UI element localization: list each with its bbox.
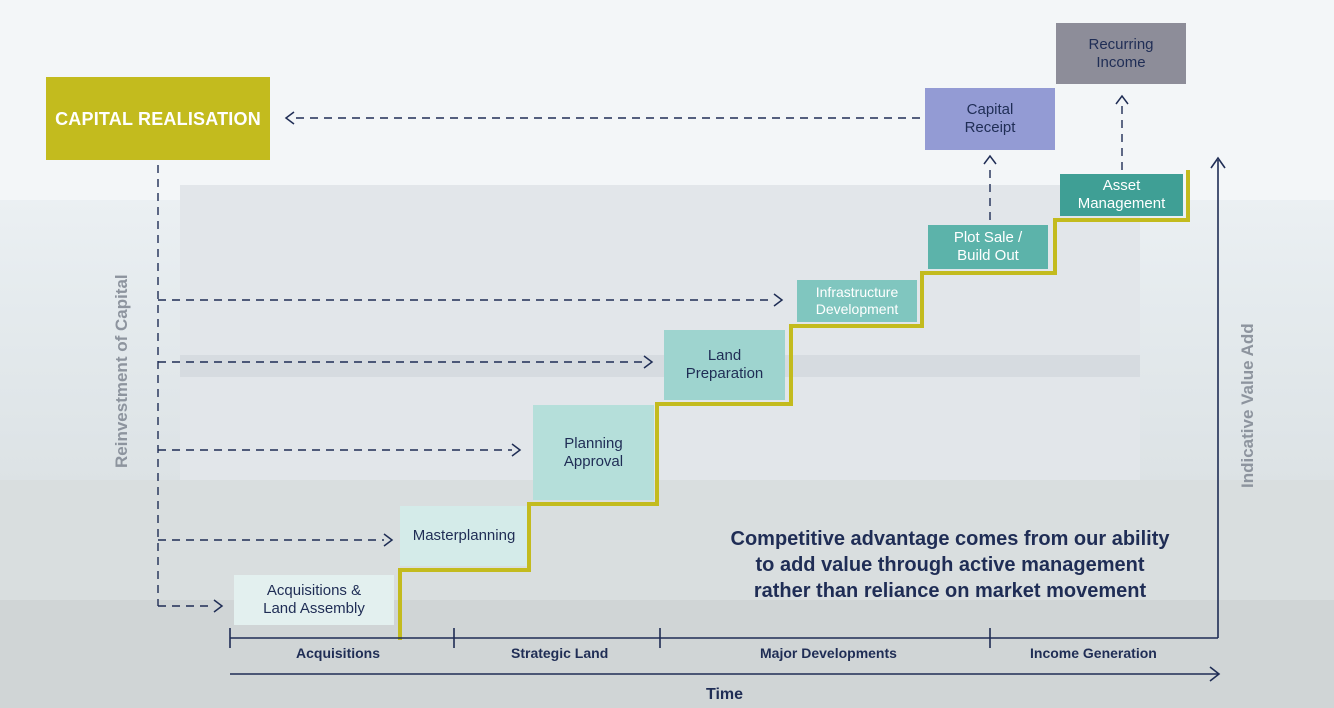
recurring-income-label: Recurring Income [1088, 35, 1154, 71]
phase-label-major-developments: Major Developments [760, 645, 897, 661]
infrastructure-development-box: Infrastructure Development [797, 280, 917, 322]
arrowheads [213, 94, 1129, 613]
acquisitions-box: Acquisitions & Land Assembly [234, 575, 394, 625]
value-add-axis-text: Indicative Value Add [1238, 323, 1257, 488]
time-axis-arrowhead [1209, 666, 1221, 682]
planning-approval-box: Planning Approval [533, 405, 654, 500]
arrowhead-up-capital-receipt [983, 154, 997, 165]
arrowhead-left [284, 111, 295, 125]
asset-management-box: Asset Management [1060, 174, 1183, 216]
axes [229, 156, 1226, 682]
masterplanning-box: Masterplanning [400, 506, 528, 566]
arrowhead-right-acquisitions [213, 599, 224, 613]
plot-sale-label: Plot Sale / Build Out [953, 229, 1023, 264]
capital-realisation-box: CAPITAL REALISATION [46, 77, 270, 160]
masterplanning-label: Masterplanning [412, 527, 516, 544]
arrowhead-right-land [643, 355, 654, 369]
tagline: Competitive advantage comes from our abi… [730, 528, 1170, 602]
asset-management-label: Asset Management [1077, 177, 1166, 212]
reinvestment-axis-label: Reinvestment of Capital [112, 274, 132, 468]
acquisitions-label: Acquisitions & Land Assembly [263, 582, 365, 617]
phase-label-strategic-land: Strategic Land [511, 645, 609, 661]
plot-sale-box: Plot Sale / Build Out [928, 225, 1048, 269]
phase-label-acquisitions: Acquisitions [296, 645, 381, 661]
background-road [0, 600, 1334, 708]
background-building-stripe [180, 355, 1140, 377]
land-preparation-box: Land Preparation [664, 330, 785, 400]
infrastructure-development-label: Infrastructure Development [815, 284, 899, 317]
capital-realisation-label: CAPITAL REALISATION [55, 108, 261, 129]
planning-approval-label: Planning Approval [563, 434, 624, 470]
recurring-income-box: Recurring Income [1056, 23, 1186, 84]
time-axis-label: Time [706, 686, 744, 703]
arrowhead-right-planning [511, 443, 522, 457]
value-axis-arrowhead [1210, 156, 1226, 169]
value-add-axis-label: Indicative Value Add [1238, 323, 1258, 488]
arrowhead-right-masterplanning [383, 533, 394, 547]
capital-receipt-label: Capital Receipt [964, 101, 1016, 136]
capital-receipt-box: Capital Receipt [925, 88, 1055, 150]
arrowhead-right-infra [773, 293, 784, 307]
arrowhead-up-recurring-income [1115, 94, 1129, 105]
value-staircase-line [398, 170, 1190, 640]
phase-label-income-generation: Income Generation [1030, 645, 1157, 661]
reinvestment-axis-text: Reinvestment of Capital [112, 274, 131, 468]
land-preparation-label: Land Preparation [685, 347, 764, 382]
